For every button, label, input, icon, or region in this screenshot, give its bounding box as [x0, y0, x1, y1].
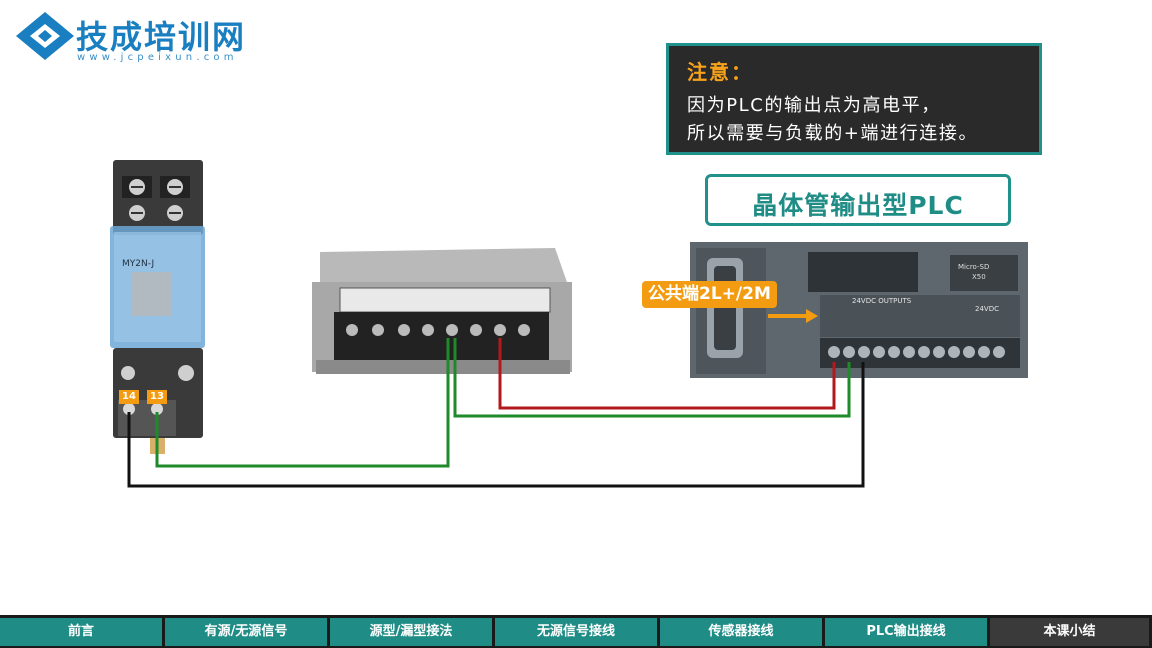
nav-active-passive-signal[interactable]: 有源/无源信号 [165, 618, 327, 646]
bottom-nav: 前言 有源/无源信号 源型/漏型接法 无源信号接线 传感器接线 PLC输出接线 … [0, 615, 1152, 648]
note-line-1: 因为PLC的输出点为高电平， [687, 95, 941, 116]
power-supply [312, 248, 572, 374]
relay: MY2N-J [110, 160, 205, 454]
plc-card-sub: X50 [972, 273, 986, 281]
logo-url: www.jcpeixun.com [77, 52, 238, 63]
plc-type-label: 晶体管输出型PLC [752, 191, 964, 220]
nav-sensor-wiring[interactable]: 传感器接线 [660, 618, 822, 646]
nav-preface[interactable]: 前言 [0, 618, 162, 646]
plc-type-box: 晶体管输出型PLC [705, 174, 1011, 226]
wires [127, 338, 865, 488]
nav-lesson-summary[interactable]: 本课小结 [990, 618, 1149, 646]
nav-plc-output-wiring[interactable]: PLC输出接线 [825, 618, 987, 646]
note-title: 注意： [687, 60, 753, 84]
nav-passive-signal-wiring[interactable]: 无源信号接线 [495, 618, 657, 646]
plc-card-label: Micro-SD [958, 263, 989, 271]
green-wire-relay [155, 338, 450, 468]
arrow-head-icon [806, 309, 818, 323]
relay-terminal-13: 13 [147, 390, 167, 404]
green-wire-plc [453, 338, 851, 418]
red-wire [498, 338, 836, 410]
logo-title: 技成培训网 [76, 18, 247, 56]
common-terminal-callout: 公共端2L+/2M [642, 281, 777, 308]
wiring-diagram: MY2N-J [110, 160, 1028, 488]
note-box: 注意： 因为PLC的输出点为高电平， 所以需要与负载的+端进行连接。 [666, 43, 1042, 155]
relay-model: MY2N-J [122, 259, 154, 269]
relay-terminal-14: 14 [119, 390, 139, 404]
plc-supply-label: 24VDC [975, 305, 999, 313]
logo [14, 10, 274, 66]
note-line-2: 所以需要与负载的+端进行连接。 [687, 123, 979, 144]
black-wire [127, 362, 865, 488]
plc-outputs-label: 24VDC OUTPUTS [852, 297, 912, 305]
plc-unit: Micro-SD X50 24VDC OUTPUTS 24VDC [690, 242, 1028, 378]
nav-source-sink-wiring[interactable]: 源型/漏型接法 [330, 618, 492, 646]
diamond-logo-icon [16, 12, 74, 60]
